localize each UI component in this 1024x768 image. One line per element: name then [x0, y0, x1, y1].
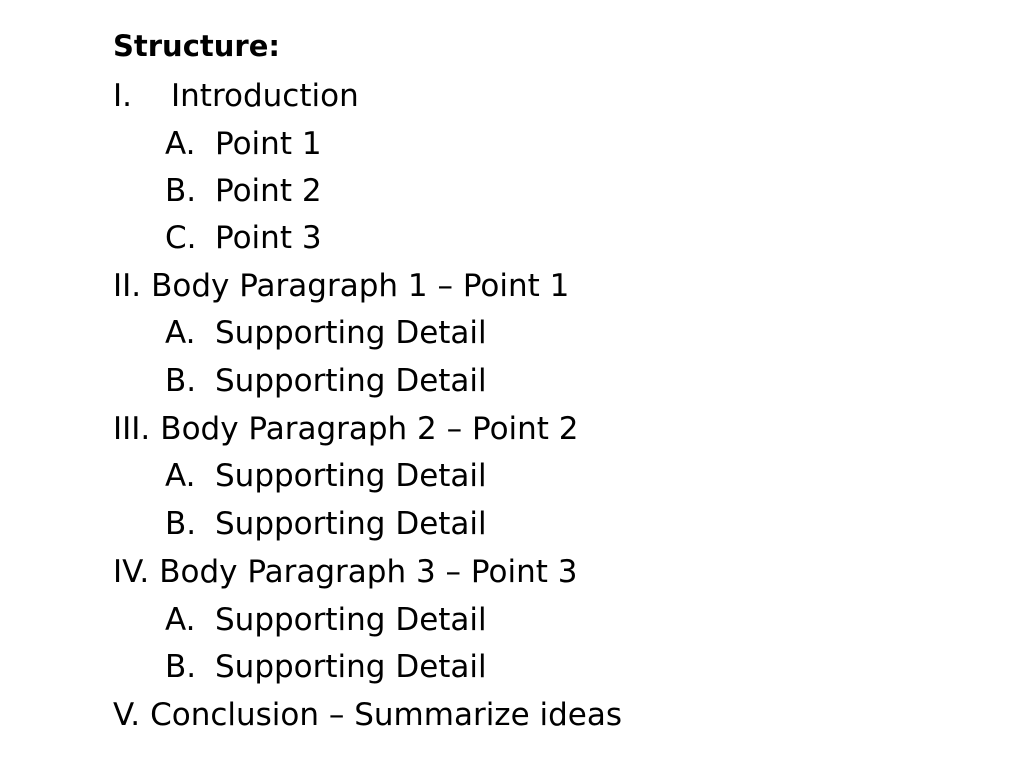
item-marker: B.	[165, 173, 197, 209]
item-marker: B.	[165, 649, 197, 685]
section-heading: Conclusion – Summarize ideas	[150, 697, 623, 733]
section-heading: Body Paragraph 1 – Point 1	[151, 268, 570, 304]
item-text: Point 1	[215, 126, 322, 162]
item-marker: A.	[165, 602, 196, 638]
item-marker: A.	[165, 126, 196, 162]
section-marker: V.	[113, 697, 141, 733]
outline-section-body-1: II. Body Paragraph 1 – Point 1	[113, 262, 569, 310]
item-text: Point 2	[215, 173, 322, 209]
item-marker: A.	[165, 315, 196, 351]
item-marker: A.	[165, 458, 196, 494]
section-marker: IV.	[113, 554, 150, 590]
item-text: Supporting Detail	[215, 602, 487, 638]
outline-section-body-3: IV.Body Paragraph 3 – Point 3	[113, 548, 577, 596]
item-text: Supporting Detail	[215, 363, 487, 399]
outline-section-body-2: III.Body Paragraph 2 – Point 2	[113, 405, 579, 453]
section-heading: Body Paragraph 3 – Point 3	[159, 554, 578, 590]
item-text: Supporting Detail	[215, 649, 487, 685]
item-text: Supporting Detail	[215, 506, 487, 542]
section-heading: Body Paragraph 2 – Point 2	[160, 411, 579, 447]
item-marker: B.	[165, 363, 197, 399]
outline-section-conclusion: V.Conclusion – Summarize ideas	[113, 691, 622, 739]
item-text: Point 3	[215, 220, 322, 256]
item-text: Supporting Detail	[215, 315, 487, 351]
section-heading: Introduction	[171, 78, 359, 114]
item-text: Supporting Detail	[215, 458, 487, 494]
section-marker: I.	[113, 78, 132, 114]
item-marker: C.	[165, 220, 197, 256]
section-marker: II.	[113, 268, 142, 304]
item-marker: B.	[165, 506, 197, 542]
section-marker: III.	[113, 411, 151, 447]
slide-title: Structure:	[113, 29, 280, 63]
